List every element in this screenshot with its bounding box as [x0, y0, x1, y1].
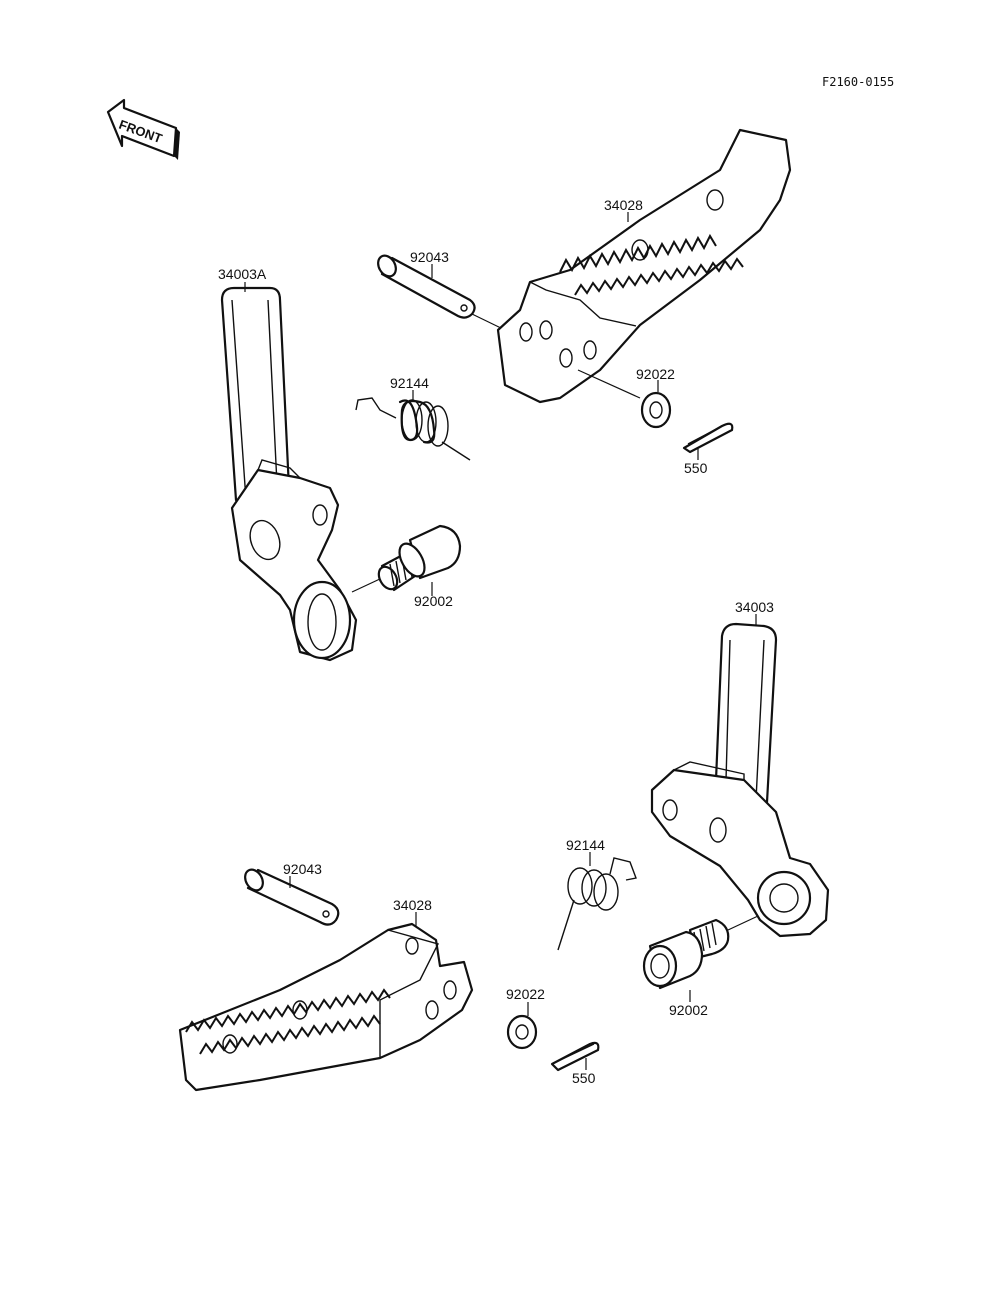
bracket-34003A — [220, 286, 358, 662]
label-92043-bottom: 92043 — [283, 861, 322, 877]
washer-92022-top — [640, 391, 672, 429]
diagram-code: F2160-0155 — [822, 75, 894, 89]
pin-92043-bottom — [244, 868, 340, 926]
bracket-34003 — [650, 622, 830, 938]
footpeg-34028-top — [496, 128, 792, 404]
label-92022-top: 92022 — [636, 366, 675, 382]
label-34028-top: 34028 — [604, 197, 643, 213]
cotter-pin-550-bottom — [550, 1041, 600, 1072]
washer-92022-bottom — [506, 1014, 538, 1050]
label-34003: 34003 — [735, 599, 774, 615]
front-arrow-icon: FRONT — [106, 98, 180, 160]
spring-92144-bottom — [557, 857, 637, 951]
label-92144-bottom: 92144 — [566, 837, 605, 853]
spring-92144-top — [355, 397, 471, 461]
label-92002-bottom: 92002 — [669, 1002, 708, 1018]
bolt-92002-top — [377, 524, 462, 592]
label-550-top: 550 — [684, 460, 708, 476]
label-92043-top: 92043 — [410, 249, 449, 265]
footpeg-34028-bottom — [178, 922, 474, 1092]
cotter-pin-550-top — [682, 422, 734, 454]
label-550-bottom: 550 — [572, 1070, 596, 1086]
bolt-92002-bottom — [642, 918, 730, 990]
label-34003A: 34003A — [218, 266, 267, 282]
label-92144-top: 92144 — [390, 375, 429, 391]
label-92022-bottom: 92022 — [506, 986, 545, 1002]
label-34028-bottom: 34028 — [393, 897, 432, 913]
label-92002-top: 92002 — [414, 593, 453, 609]
